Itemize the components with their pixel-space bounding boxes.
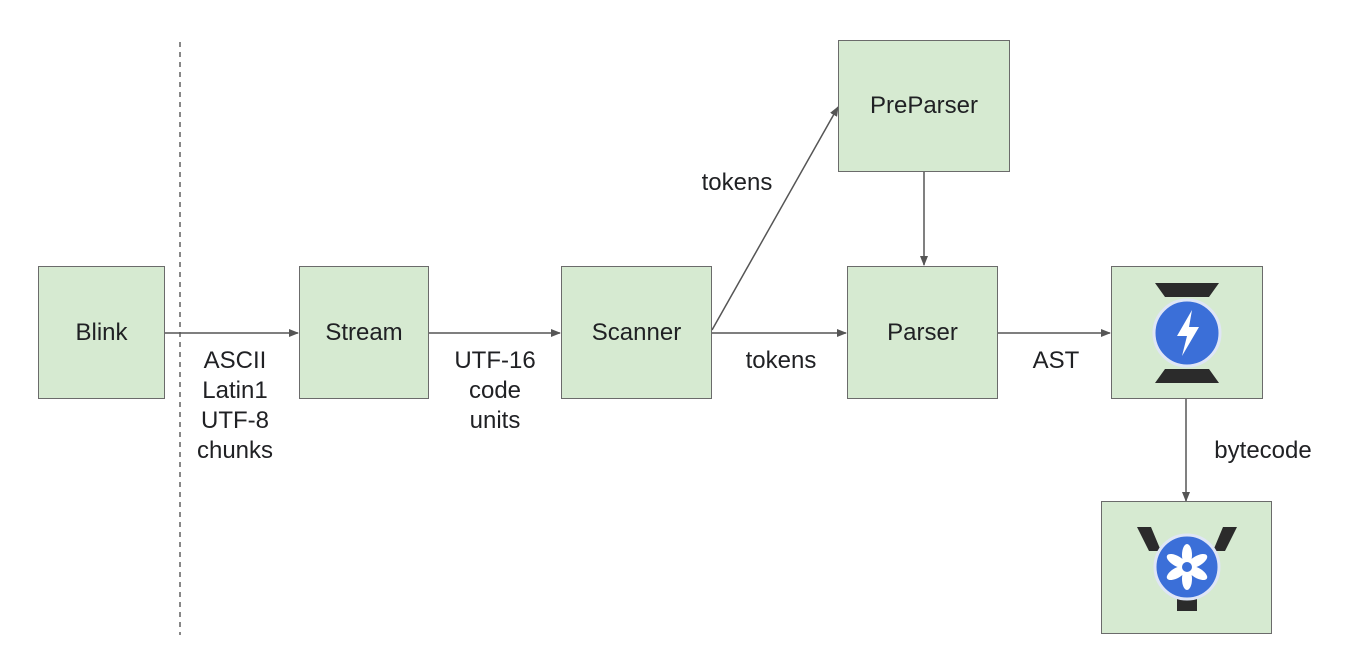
parser-ignition-ast-label: AST xyxy=(1018,346,1094,376)
ignition-node xyxy=(1111,266,1263,399)
parser-node: Parser xyxy=(847,266,998,399)
ignition-logo-icon xyxy=(1152,282,1222,383)
parser-label: Parser xyxy=(887,318,958,346)
turbofan-node xyxy=(1101,501,1272,634)
preparser-label: PreParser xyxy=(869,92,979,119)
preparser-node: PreParser xyxy=(838,40,1010,172)
edge-scanner-preparser xyxy=(711,106,839,331)
stream-node: Stream xyxy=(299,266,429,399)
encoding-line: UTF-8 xyxy=(201,407,269,434)
tokens-text: tokens xyxy=(701,169,773,196)
scanner-label: Scanner xyxy=(591,318,682,346)
units-line: code xyxy=(468,377,522,404)
turbofan-logo-icon xyxy=(1136,526,1237,611)
blink-label: Blink xyxy=(75,318,128,346)
blink-stream-encoding-label: ASCII Latin1 UTF-8 chunks xyxy=(180,346,290,466)
units-line: UTF-16 xyxy=(454,347,536,374)
encoding-line: chunks xyxy=(196,437,274,464)
scanner-node: Scanner xyxy=(561,266,712,399)
ignition-turbofan-bytecode-label: bytecode xyxy=(1196,436,1330,466)
blink-node: Blink xyxy=(38,266,165,399)
stream-scanner-units-label: UTF-16 code units xyxy=(435,346,555,436)
encoding-line: ASCII xyxy=(203,347,267,374)
bytecode-text: bytecode xyxy=(1214,437,1312,464)
stream-label: Stream xyxy=(325,318,403,346)
scanner-parser-tokens-label: tokens xyxy=(726,346,836,376)
units-line: units xyxy=(469,407,521,434)
scanner-preparser-tokens-label: tokens xyxy=(682,168,792,198)
tokens-text: tokens xyxy=(745,347,817,374)
ast-text: AST xyxy=(1032,347,1080,374)
encoding-line: Latin1 xyxy=(202,377,268,404)
